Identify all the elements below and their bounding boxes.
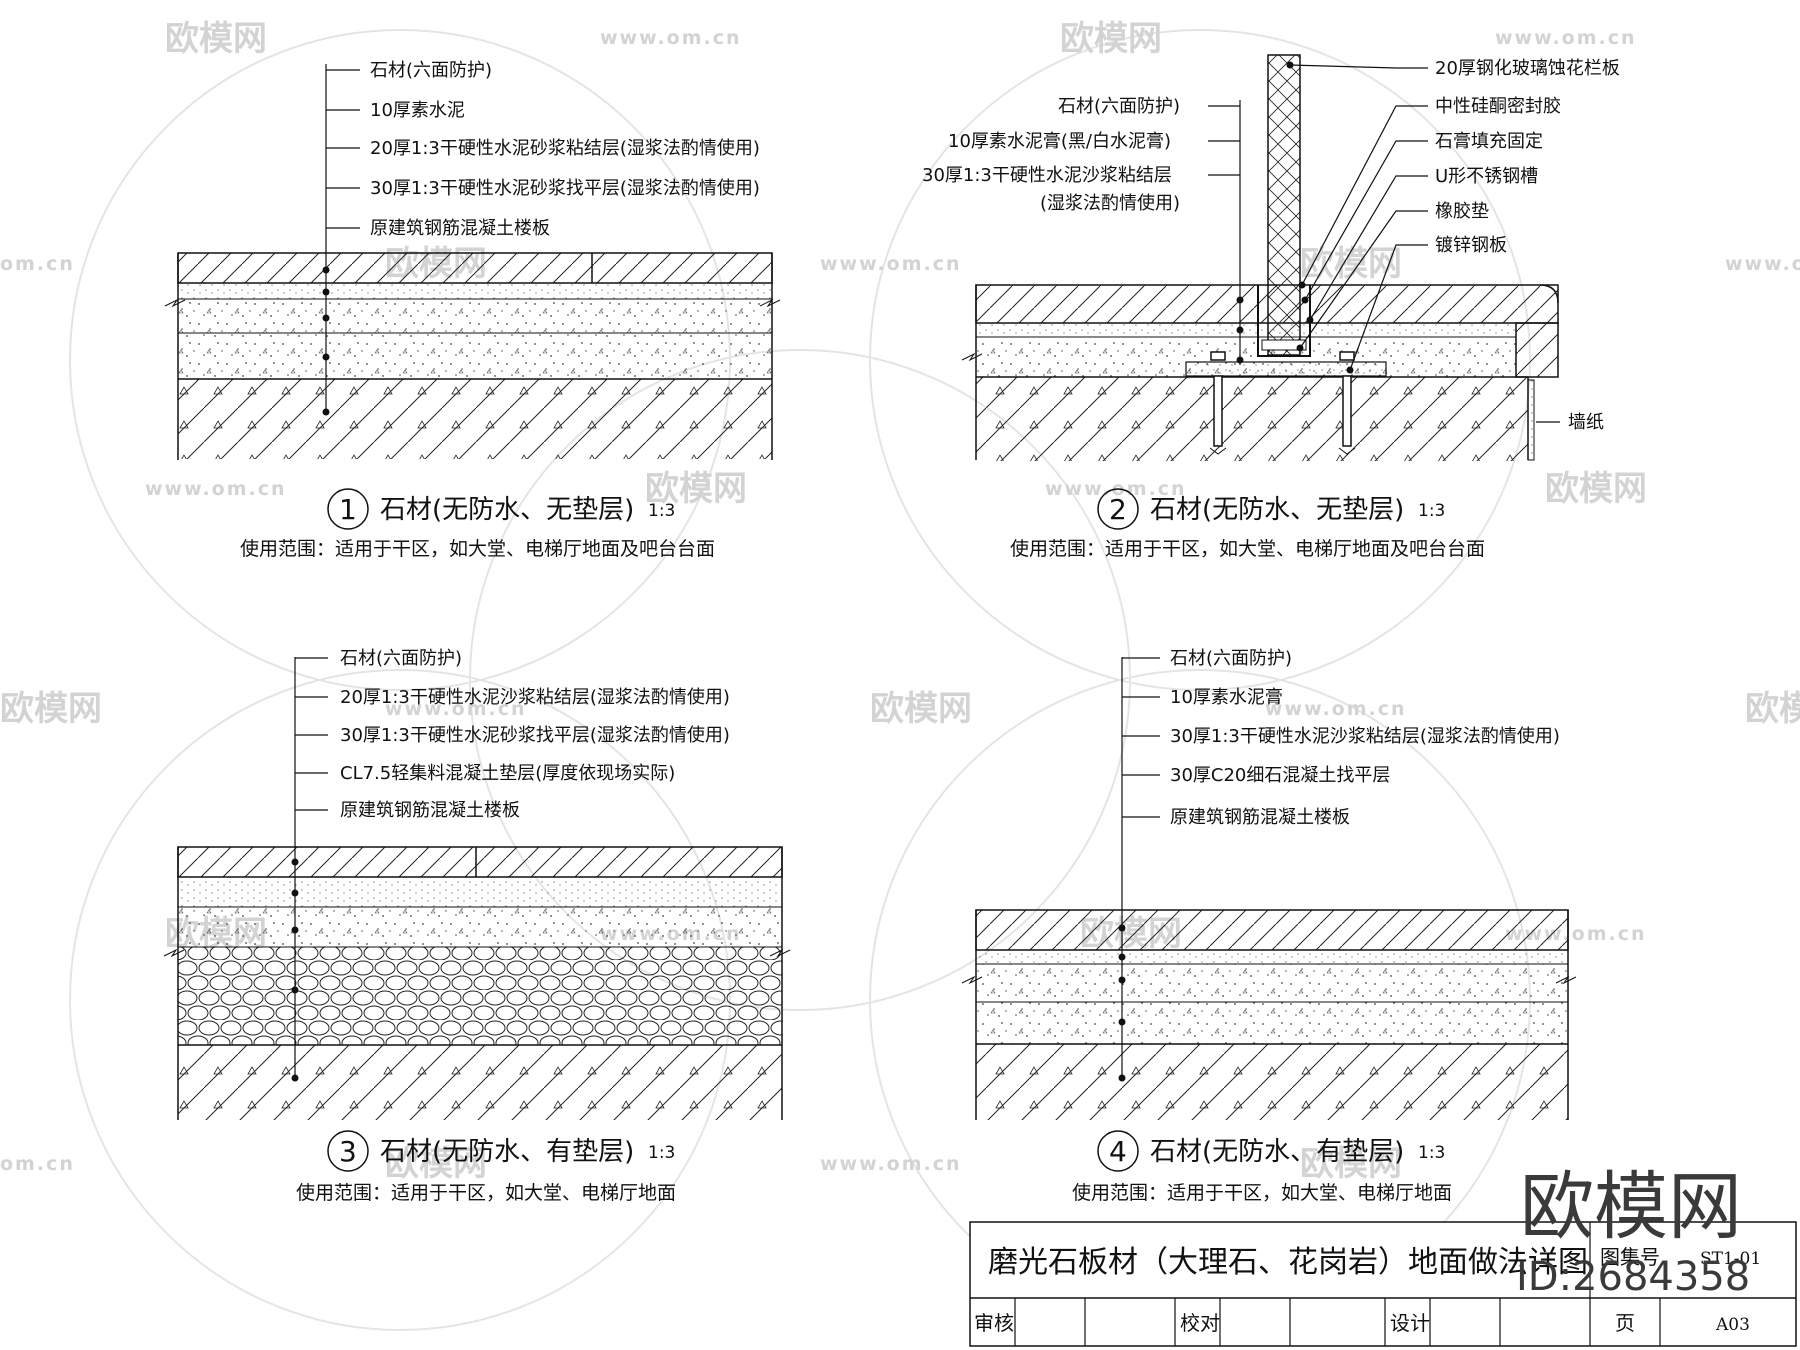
- detail-scale: 1:3: [1418, 1143, 1445, 1163]
- watermark-layer: 欧模网 www.om.cn 欧模网 www.om.cn om.cn 欧模网 ww…: [0, 19, 1800, 1331]
- watermark-brand: 欧模网: [1060, 19, 1162, 59]
- layer-label: 10厚素水泥: [370, 100, 465, 121]
- detail-number-circle: [1097, 1130, 1139, 1172]
- detail-4: 石材(六面防护) 10厚素水泥膏 30厚1:3干硬性水泥沙浆粘结层(湿浆法酌情使…: [961, 648, 1577, 1204]
- watermark-url: www.om.cn: [1495, 27, 1637, 49]
- watermark-url: www.om.cn: [820, 253, 962, 275]
- component-label: 镀锌钢板: [1435, 235, 1507, 256]
- detail-number-circle: [327, 488, 369, 530]
- layer-label: (湿浆法酌情使用): [1040, 193, 1180, 214]
- watermark-brand: 欧模网: [1745, 689, 1800, 729]
- detail-2: 墙纸 石材(六面防护) 10厚素水泥膏(黑/白水泥膏) 30厚1:3干硬性水泥沙…: [922, 54, 1620, 560]
- watermark-url: www.om.cn: [820, 1153, 962, 1175]
- layer-label: 20厚1:3干硬性水泥沙浆粘结层(湿浆法酌情使用): [340, 687, 730, 708]
- page-number: A03: [1715, 1315, 1750, 1335]
- detail-number-circle: [327, 1130, 369, 1172]
- watermark-brand: 欧模网: [1545, 469, 1647, 509]
- component-label: 橡胶垫: [1435, 201, 1489, 222]
- watermark-brand: 欧模网: [645, 469, 747, 509]
- title-block: 磨光石板材（大理石、花岗岩）地面做法详图 图集号 ST1-01 审核 校对 设计…: [969, 1221, 1797, 1347]
- layer-label: 10厚素水泥膏: [1170, 686, 1283, 708]
- detail-number: 4: [1109, 1135, 1127, 1168]
- detail-number: 2: [1109, 493, 1127, 526]
- detail-number: 1: [339, 493, 357, 526]
- watermark-brand: 欧模网: [1300, 244, 1402, 284]
- detail-number-circle: [1097, 488, 1139, 530]
- brand-logo-watermark: 欧模网 ID:2684358: [1516, 1164, 1750, 1300]
- design-label: 设计: [1390, 1311, 1430, 1335]
- watermark-brand: 欧模网: [870, 689, 972, 729]
- drawing-title: 磨光石板材（大理石、花岗岩）地面做法详图: [988, 1245, 1588, 1280]
- component-label: 石膏填充固定: [1435, 130, 1543, 152]
- layer-label: 石材(六面防护): [1058, 96, 1180, 117]
- detail-3: 石材(六面防护) 20厚1:3干硬性水泥沙浆粘结层(湿浆法酌情使用) 30厚1:…: [163, 648, 791, 1204]
- layer-label: 10厚素水泥膏(黑/白水泥膏): [948, 130, 1171, 152]
- watermark-url: om.cn: [0, 253, 75, 275]
- brand-id: ID:2684358: [1516, 1254, 1750, 1300]
- layer-label: 20厚1:3干硬性水泥砂浆粘结层(湿浆法酌情使用): [370, 138, 760, 159]
- check-label: 校对: [1180, 1311, 1220, 1335]
- detail-scale: 1:3: [648, 1143, 675, 1163]
- watermark-url: www.om.cn: [1725, 253, 1800, 275]
- detail-scale: 1:3: [1418, 501, 1445, 521]
- watermark-url: www.om.cn: [1265, 698, 1407, 720]
- set-number: ST1-01: [1700, 1249, 1761, 1269]
- detail-usage: 使用范围：适用于干区，如大堂、电梯厅地面: [296, 1182, 676, 1204]
- layer-label: 30厚C20细石混凝土找平层: [1170, 765, 1390, 786]
- detail-scale: 1:3: [648, 501, 675, 521]
- watermark-brand: 欧模网: [1300, 1144, 1402, 1184]
- component-label: 中性硅酮密封胶: [1435, 96, 1561, 117]
- layer-label: 原建筑钢筋混凝土楼板: [370, 218, 550, 239]
- layer-label: 原建筑钢筋混凝土楼板: [340, 800, 520, 821]
- layer-label: CL7.5轻集料混凝土垫层(厚度依现场实际): [340, 763, 675, 784]
- detail-1: 石材(六面防护) 10厚素水泥 20厚1:3干硬性水泥砂浆粘结层(湿浆法酌情使用…: [164, 60, 781, 560]
- watermark-url: www.om.cn: [600, 27, 742, 49]
- watermark-url: www.om.cn: [385, 698, 527, 720]
- detail-usage: 使用范围：适用于干区，如大堂、电梯厅地面及吧台台面: [1010, 538, 1485, 560]
- component-label: 20厚钢化玻璃蚀花栏板: [1435, 58, 1620, 79]
- set-number-label: 图集号: [1600, 1245, 1660, 1269]
- layer-label: 石材(六面防护): [370, 60, 492, 81]
- layer-label: 30厚1:3干硬性水泥砂浆找平层(湿浆法酌情使用): [370, 178, 760, 199]
- watermark-brand: 欧模网: [0, 689, 102, 729]
- component-label: U形不锈钢槽: [1435, 166, 1538, 187]
- detail-title: 石材(无防水、无垫层): [1150, 495, 1404, 525]
- detail-title: 石材(无防水、有垫层): [380, 1137, 634, 1167]
- layer-label: 原建筑钢筋混凝土楼板: [1170, 807, 1350, 828]
- detail-usage: 使用范围：适用于干区，如大堂、电梯厅地面: [1072, 1182, 1452, 1204]
- detail-title: 石材(无防水、有垫层): [1150, 1137, 1404, 1167]
- watermark-url: om.cn: [0, 1153, 75, 1175]
- layer-label: 石材(六面防护): [1170, 648, 1292, 669]
- watermark-brand: 欧模网: [385, 1144, 487, 1184]
- layer-label: 30厚1:3干硬性水泥砂浆找平层(湿浆法酌情使用): [340, 725, 730, 746]
- audit-label: 审核: [974, 1311, 1014, 1335]
- detail-usage: 使用范围：适用于干区，如大堂、电梯厅地面及吧台台面: [240, 538, 715, 560]
- watermark-url: www.om.cn: [145, 478, 287, 500]
- wall-label: 墙纸: [1568, 412, 1604, 433]
- detail-number: 3: [339, 1135, 357, 1168]
- watermark-brand: 欧模网: [165, 19, 267, 59]
- brand-logo-text: 欧模网: [1520, 1164, 1742, 1250]
- layer-label: 石材(六面防护): [340, 648, 462, 669]
- layer-label: 30厚1:3干硬性水泥沙浆粘结层(湿浆法酌情使用): [1170, 726, 1560, 747]
- detail-title: 石材(无防水、无垫层): [380, 495, 634, 525]
- layer-label: 30厚1:3干硬性水泥沙浆粘结层: [922, 165, 1172, 186]
- page-label: 页: [1615, 1311, 1635, 1335]
